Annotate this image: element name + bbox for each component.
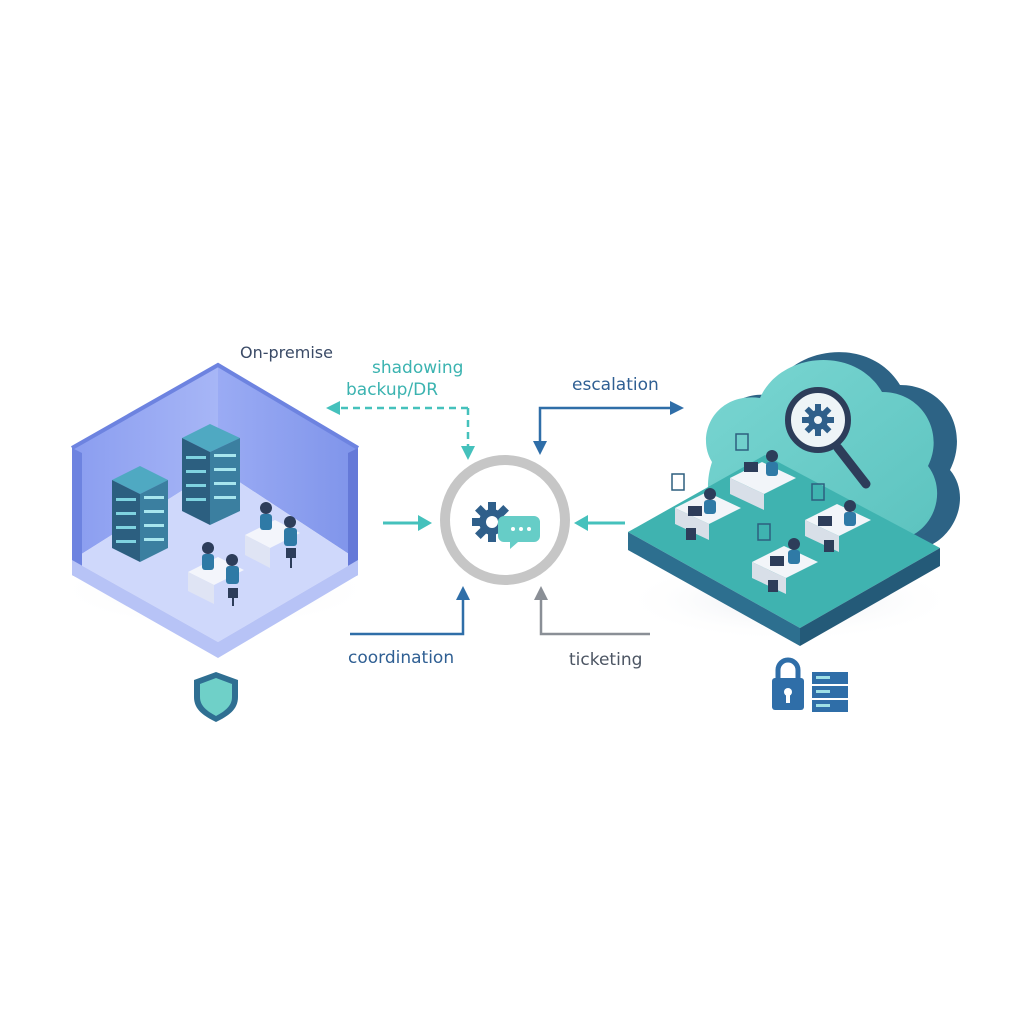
coordination-arrow (350, 586, 470, 636)
room-edge-right (348, 448, 358, 580)
onprem-desk-left (188, 542, 244, 606)
escalation-label: escalation (572, 375, 659, 395)
cloud-desk-2 (675, 488, 741, 540)
ticketing-arrow (534, 586, 650, 636)
room-edge-left (72, 448, 82, 580)
padlock-icon (772, 657, 804, 710)
on-premise-room (55, 362, 375, 658)
shadowing-arrow (338, 406, 470, 448)
cloud-desk-4 (752, 538, 818, 594)
shield-icon (194, 672, 238, 722)
hub-ring (440, 455, 570, 585)
backup-dr-label: backup/DR (346, 380, 439, 400)
room-floor (72, 468, 358, 642)
escalation-arrow (533, 401, 684, 455)
onprem-desk-right (245, 502, 300, 568)
server-rack-back (182, 424, 240, 525)
onprem-to-hub-arrow (383, 515, 432, 531)
cloud-to-hub-arrow (574, 515, 625, 531)
cloud-ops-center (620, 352, 961, 646)
shadowing-label: shadowing (372, 358, 464, 378)
room-wall-right (218, 365, 358, 560)
platform-side-left (628, 532, 800, 646)
platform-side-right (800, 548, 940, 646)
gear-chat-icon (472, 502, 540, 549)
magnifier-gear-icon (785, 387, 871, 489)
document-icon (671, 433, 825, 541)
server-rack-left (112, 466, 168, 562)
coordination-label: coordination (348, 648, 455, 668)
room-wall-left (72, 365, 218, 560)
shadowing-arrowhead-left (326, 401, 340, 415)
central-hub (440, 455, 570, 585)
cloud-desk-3 (805, 500, 871, 552)
shadowing-arrowhead-down (461, 446, 475, 460)
ticketing-label: ticketing (569, 650, 643, 670)
server-stack-icon (812, 672, 848, 712)
room-top-edge (71, 362, 360, 450)
on-premise-label: On-premise (240, 343, 333, 362)
cloud-desk-1 (730, 450, 796, 510)
